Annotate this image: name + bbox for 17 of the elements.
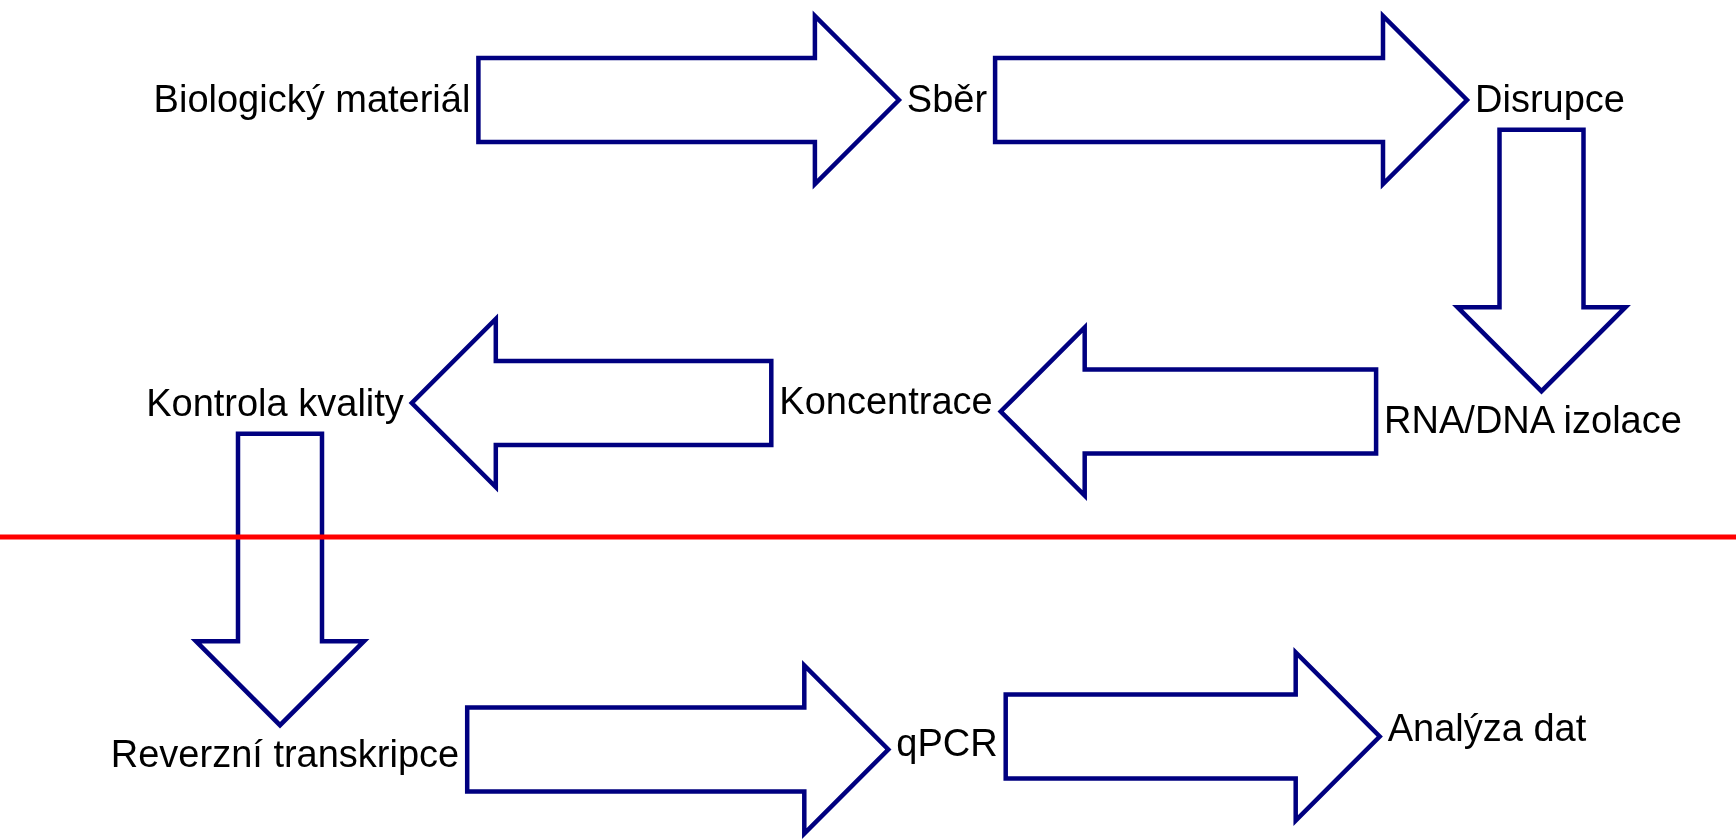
step-label: Reverzní transkripce: [110, 733, 460, 777]
block-arrow: [408, 313, 774, 493]
block-arrow: [992, 10, 1471, 190]
step-label: Koncentrace: [779, 380, 993, 424]
step-label: qPCR: [896, 722, 998, 766]
step-label: Analýza dat: [1387, 707, 1587, 751]
block-arrow: [464, 660, 892, 839]
block-arrow: [476, 10, 903, 190]
step-label: Biologický materiál: [153, 78, 471, 122]
step-label: Kontrola kvality: [146, 382, 404, 426]
step-label: RNA/DNA izolace: [1384, 399, 1682, 443]
block-arrow: [997, 322, 1379, 501]
block-arrow: [1452, 127, 1631, 395]
step-label: Sběr: [906, 78, 988, 122]
step-label: Disrupce: [1475, 78, 1625, 122]
block-arrow: [1003, 647, 1383, 826]
block-arrow: [190, 431, 370, 729]
